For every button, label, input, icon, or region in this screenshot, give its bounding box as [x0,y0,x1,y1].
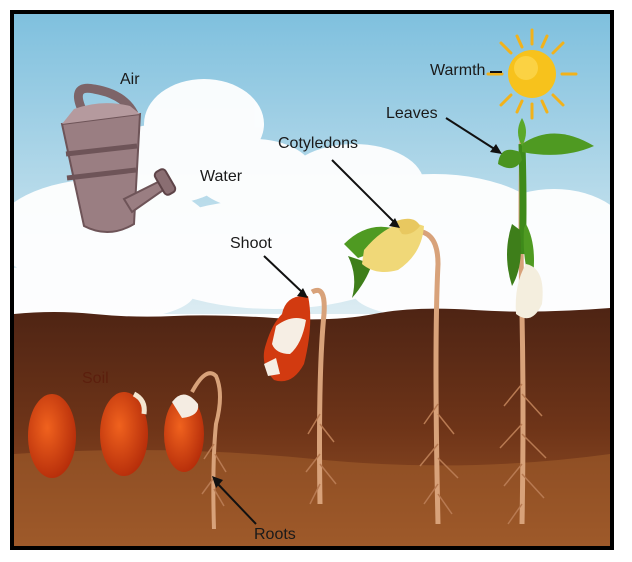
label-air: Air [120,72,140,88]
seed-stage-1 [28,394,76,478]
label-roots: Roots [254,527,296,543]
label-shoot: Shoot [230,236,272,252]
label-water: Water [200,169,242,185]
label-soil: Soil [82,371,109,387]
label-warmth: Warmth [430,63,485,79]
sun-icon [488,30,576,118]
seed-stage-2 [100,392,148,476]
diagram-frame: Air Water Warmth Leaves Cotyledons Shoot… [10,10,614,550]
label-leaves: Leaves [386,106,438,122]
germination-scene [14,14,610,546]
label-cotyledons: Cotyledons [278,136,358,152]
